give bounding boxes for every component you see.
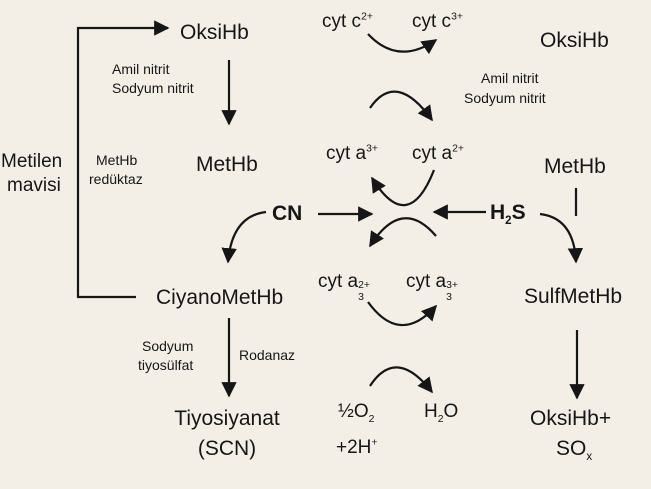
cyt-c-reduced: cyt c2+	[322, 11, 373, 32]
metilen-mavisi-line2: mavisi	[7, 175, 61, 196]
sulfmethb: SulfMetHb	[524, 285, 623, 308]
two-protons: +2H+	[336, 437, 378, 458]
left-methb: MetHb	[196, 153, 258, 176]
methb-reductase-line1: MetHb	[96, 152, 138, 168]
right-methb: MetHb	[544, 155, 606, 178]
left-amil-nitrit: Amil nitrit	[112, 61, 170, 77]
right-oksihb-plus: OksiHb+	[530, 407, 612, 430]
left-sodyum-nitrit: Sodyum nitrit	[112, 80, 194, 96]
arrow-h2s-to-sulfmethb	[539, 212, 584, 264]
tiyosiyanat-line1: Tiyosiyanat	[174, 407, 280, 430]
cn-label: CN	[272, 202, 303, 225]
sox: SOx	[556, 437, 593, 464]
right-sodyum-nitrit: Sodyum nitrit	[464, 90, 546, 106]
cyt-a-reduced: cyt a2+	[412, 143, 465, 164]
sodyum-tiyosulfat-line1: Sodyum	[142, 338, 194, 354]
arrow-methb-to-ciyanomethb	[221, 210, 267, 264]
half-oxygen: ½O2	[338, 401, 375, 425]
right-oksihb: OksiHb	[540, 29, 609, 52]
cyt-c-oxidized: cyt c3+	[412, 11, 463, 32]
ciyanomethb: CiyanoMetHb	[156, 286, 284, 309]
arc-cyt-c-to-cyt-a	[369, 90, 433, 122]
left-oksihb: OksiHb	[180, 21, 249, 44]
cyt-a-oxidized: cyt a3+	[326, 143, 379, 164]
arrow-metilen-mavisi-loop	[76, 20, 170, 299]
arc-cyt-a-reduction	[371, 169, 436, 207]
arc-oxygen-to-water	[369, 366, 433, 394]
h2s-label: H2S	[490, 201, 526, 228]
water: H2O	[424, 401, 459, 425]
rodanaz-label: Rodanaz	[239, 347, 296, 363]
right-amil-nitrit: Amil nitrit	[481, 70, 539, 86]
tiyosiyanat-line2: (SCN)	[197, 437, 257, 460]
metilen-mavisi-line1: Metilen	[1, 151, 63, 172]
arc-cyt-c-oxidation	[367, 33, 438, 55]
methb-reductase-line2: redüktaz	[89, 171, 143, 187]
arc-cyt-a-to-cyt-a3	[369, 217, 437, 248]
arc-cyt-a3-oxidation	[367, 301, 438, 327]
sodyum-tiyosulfat-line2: tiyosülfat	[138, 357, 194, 373]
